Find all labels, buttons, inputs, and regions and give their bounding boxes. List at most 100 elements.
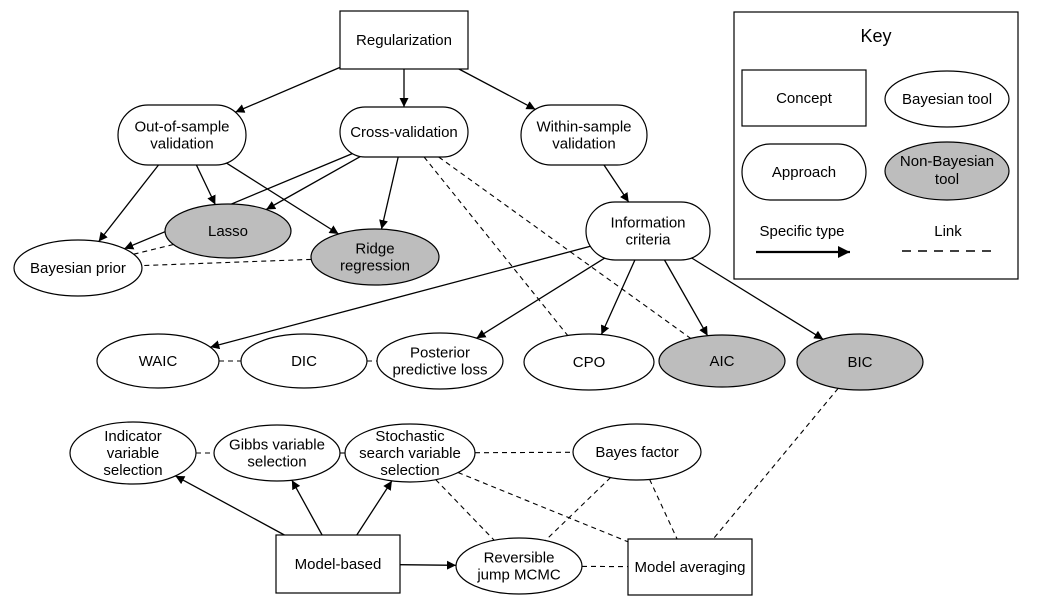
arrow-model-based-to-gibbs (291, 479, 323, 536)
key-approach-label: Approach (772, 164, 836, 181)
arrow-model-based-to-ssvs (356, 480, 393, 536)
arrow-info-criteria-to-ppl (476, 257, 606, 339)
arrow-cross-validation-to-ridge (379, 156, 399, 230)
node-dic-label-1: DIC (291, 353, 317, 370)
link-cross-validation-to-aic (438, 156, 692, 339)
arrow-out-of-sample-to-bayesian-prior (98, 164, 160, 242)
node-bayes-factor-label-1: Bayes factor (595, 444, 678, 461)
node-ssvs-shape (344, 423, 476, 483)
node-info-criteria-shape (585, 201, 711, 261)
edges-layer (98, 66, 839, 570)
node-gibbs-label-2: selection (247, 454, 306, 471)
node-bayesian-prior-shape (13, 239, 143, 297)
arrow-regularization-to-within-sample (458, 68, 536, 110)
node-info-criteria-label-2: criteria (625, 232, 671, 249)
node-cross-validation: Cross-validation (339, 106, 469, 158)
node-cross-validation-label-1: Cross-validation (350, 124, 458, 141)
node-bayesian-prior-label-1: Bayesian prior (30, 260, 126, 277)
link-bayes-factor-to-rjmcmc (544, 477, 611, 541)
key-specific-type-label: Specific type (759, 223, 844, 240)
node-ppl-label-2: predictive loss (392, 362, 487, 379)
node-within-sample-shape (520, 104, 648, 166)
node-cross-validation-shape (339, 106, 469, 158)
node-indicator-label-1: Indicator (104, 428, 162, 445)
node-aic-shape (658, 334, 786, 388)
node-ssvs-label-1: Stochastic (375, 428, 445, 445)
link-bic-to-model-avg (712, 387, 839, 540)
node-indicator-shape (69, 421, 197, 485)
arrow-regularization-to-out-of-sample (235, 66, 341, 113)
node-rjmcmc-shape (455, 537, 583, 595)
arrow-info-criteria-to-cpo (600, 259, 636, 335)
link-bayes-factor-to-model-avg (649, 479, 678, 540)
node-out-of-sample-label-2: validation (150, 136, 213, 153)
arrow-cross-validation-to-lasso (265, 156, 361, 211)
link-ssvs-to-model-avg (457, 471, 629, 543)
node-waic-shape (96, 333, 220, 389)
node-regularization-shape (339, 10, 469, 70)
key-concept-label: Concept (776, 90, 833, 107)
key-bayesian-tool-label: Bayesian tool (902, 91, 992, 108)
node-rjmcmc-label-2: jump MCMC (476, 567, 561, 584)
node-bayes-factor: Bayes factor (572, 423, 702, 481)
node-aic-label-1: AIC (709, 353, 734, 370)
node-lasso: Lasso (164, 203, 292, 259)
node-cpo-shape (523, 333, 655, 391)
link-ssvs-to-rjmcmc (435, 479, 495, 541)
node-ridge-label-2: regression (340, 258, 410, 275)
node-model-avg-label-1: Model averaging (635, 559, 746, 576)
node-gibbs-shape (213, 424, 341, 482)
node-cpo-label-1: CPO (573, 354, 606, 371)
node-bic-label-1: BIC (847, 354, 872, 371)
arrow-model-based-to-rjmcmc (399, 560, 457, 570)
node-waic: WAIC (96, 333, 220, 389)
node-ssvs-label-3: selection (380, 462, 439, 479)
nodes-layer: RegularizationOut-of-samplevalidationCro… (13, 10, 924, 596)
arrow-info-criteria-to-waic (210, 245, 591, 350)
node-model-based-label-1: Model-based (295, 556, 382, 573)
node-info-criteria-label-1: Information (610, 215, 685, 232)
node-out-of-sample-label-1: Out-of-sample (134, 119, 229, 136)
arrow-out-of-sample-to-ridge (226, 162, 339, 235)
node-lasso-label-1: Lasso (208, 223, 248, 240)
node-ppl-shape (376, 332, 504, 390)
node-dic-shape (240, 333, 368, 389)
node-model-based-shape (275, 534, 401, 594)
node-gibbs-label-1: Gibbs variable (229, 437, 325, 454)
arrow-info-criteria-to-bic (691, 257, 824, 340)
key-bayesian-tool-shape (884, 70, 1010, 128)
node-cpo: CPO (523, 333, 655, 391)
node-rjmcmc-label-1: Reversible (484, 550, 555, 567)
node-out-of-sample-shape (117, 104, 247, 166)
node-within-sample-label-1: Within-sample (536, 119, 631, 136)
key-non-bayesian-tool-shape (884, 141, 1010, 201)
node-bayesian-prior: Bayesian prior (13, 239, 143, 297)
key-legend: Key Concept Bayesian tool Approach Non-B… (733, 11, 1019, 280)
node-waic-label-1: WAIC (139, 353, 178, 370)
node-ppl-label-1: Posterior (410, 345, 470, 362)
key-concept-shape (741, 69, 867, 127)
link-cross-validation-to-cpo (423, 156, 569, 336)
arrow-within-sample-to-info-criteria (603, 164, 630, 203)
arrow-info-criteria-to-aic (663, 259, 709, 337)
key-approach-shape (741, 143, 867, 201)
node-bic-shape (796, 333, 924, 391)
node-bic: BIC (796, 333, 924, 391)
link-ridge-to-bayesian-prior (141, 258, 312, 267)
node-aic: AIC (658, 334, 786, 388)
node-indicator-label-2: variable (107, 445, 160, 462)
node-model-avg: Model averaging (627, 538, 753, 596)
node-ridge-shape (310, 228, 440, 286)
arrow-cross-validation-to-bayesian-prior (124, 153, 353, 250)
arrow-model-based-to-indicator (175, 475, 285, 536)
